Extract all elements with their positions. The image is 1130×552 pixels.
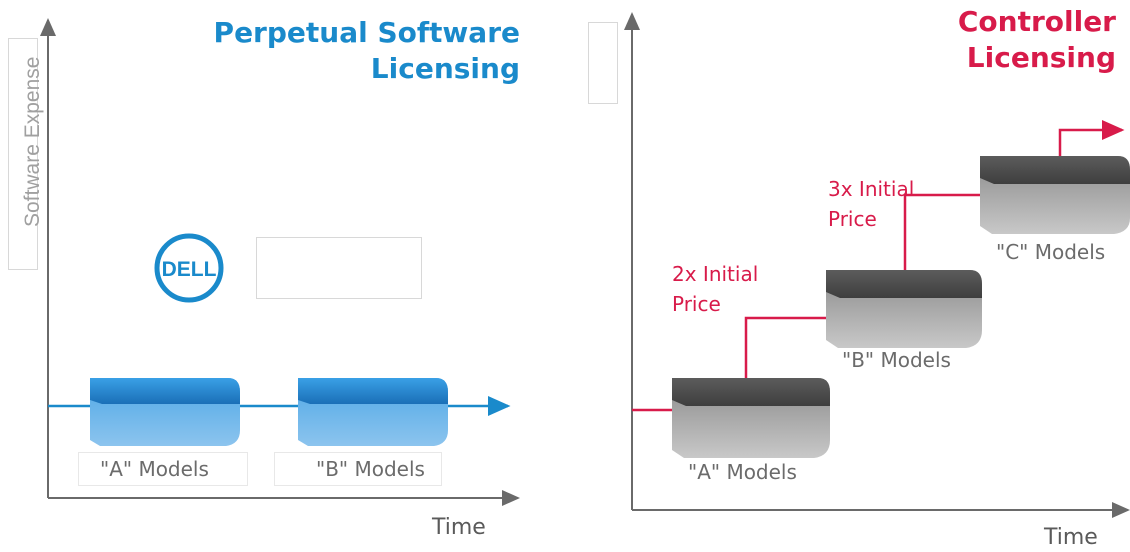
- perpetual-title-line2: Licensing: [370, 52, 520, 85]
- dell-logo: DELL: [154, 233, 224, 303]
- right-model-c-label: "C" Models: [996, 240, 1106, 264]
- price-3x-label: 3x Initial Price: [828, 174, 914, 234]
- right-x-axis-label: Time: [1044, 525, 1098, 550]
- right-model-a-label: "A" Models: [688, 460, 797, 484]
- controller-title: Controller Licensing: [800, 4, 1116, 76]
- price-2x-line1: 2x Initial: [672, 262, 759, 286]
- left-model-a-label: "A" Models: [100, 457, 209, 481]
- perpetual-title-line1: Perpetual Software: [213, 16, 520, 49]
- right-model-b-label: "B" Models: [842, 348, 951, 372]
- label-frame-a: [78, 452, 248, 486]
- device-b-gray: [826, 270, 982, 348]
- device-c-gray: [980, 156, 1130, 234]
- device-a-blue: [90, 378, 240, 446]
- device-a-gray: [672, 378, 830, 458]
- price-2x-line2: Price: [672, 292, 721, 316]
- controller-title-line2: Licensing: [966, 41, 1116, 74]
- y-label-frame: [8, 38, 38, 270]
- blank-placeholder-box: [256, 237, 422, 299]
- left-model-b-label: "B" Models: [316, 457, 425, 481]
- perpetual-title: Perpetual Software Licensing: [120, 15, 520, 87]
- price-3x-line2: Price: [828, 207, 877, 231]
- price-2x-label: 2x Initial Price: [672, 259, 758, 319]
- price-3x-line1: 3x Initial: [828, 177, 915, 201]
- device-b-blue: [298, 378, 448, 446]
- y-axis-label: Software Expense: [21, 56, 44, 227]
- svg-text:DELL: DELL: [162, 258, 217, 281]
- controller-title-line1: Controller: [957, 5, 1116, 38]
- blank-placeholder-box-top: [588, 22, 618, 104]
- label-frame-b: [274, 452, 442, 486]
- left-x-axis-label: Time: [432, 515, 486, 540]
